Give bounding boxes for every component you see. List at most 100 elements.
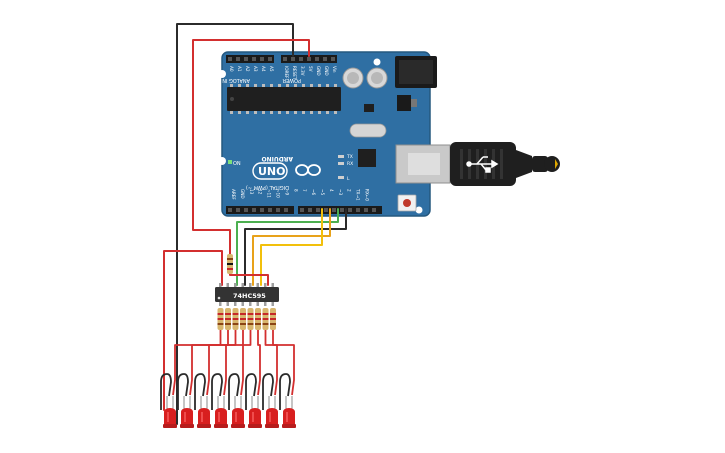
- pin-hole[interactable]: [323, 57, 327, 61]
- pin-hole[interactable]: [308, 208, 312, 212]
- wire-latch-orange[interactable]: [252, 208, 331, 286]
- pin-label: ~6: [311, 189, 316, 196]
- pin-hole[interactable]: [276, 208, 280, 212]
- wire-5v-red[interactable]: [192, 39, 310, 263]
- pin-hole[interactable]: [236, 57, 240, 61]
- red-led[interactable]: [231, 396, 245, 428]
- pin-hole[interactable]: [252, 57, 256, 61]
- led-anode-wire[interactable]: [272, 330, 295, 396]
- led-anode-wire[interactable]: [257, 330, 261, 396]
- pin-hole[interactable]: [324, 208, 328, 212]
- resistor[interactable]: [270, 308, 276, 330]
- red-led[interactable]: [282, 396, 296, 428]
- led-ground-wire[interactable]: [194, 373, 206, 410]
- pin-label: A5: [269, 66, 274, 72]
- wire-vcc-red-2[interactable]: [229, 267, 269, 286]
- resistor[interactable]: [232, 308, 239, 330]
- pin-hole[interactable]: [372, 208, 376, 212]
- pin-label: A1: [237, 66, 242, 72]
- chip-pin: [256, 302, 259, 306]
- pin-hole[interactable]: [356, 208, 360, 212]
- wire-gnd-black-2[interactable]: [244, 208, 347, 286]
- led-ground-wire[interactable]: [160, 373, 172, 410]
- tx-label: TX: [346, 154, 353, 160]
- led-ground-wire[interactable]: [177, 373, 189, 410]
- wire-qh-red[interactable]: [163, 250, 223, 411]
- header-pin-holes: [228, 208, 376, 212]
- pin-hole[interactable]: [228, 208, 232, 212]
- rx-label: RX: [347, 161, 353, 167]
- red-led[interactable]: [180, 396, 194, 428]
- chip-pins: [219, 302, 274, 306]
- pin-hole[interactable]: [236, 208, 240, 212]
- usb-symbol-icon: [466, 156, 499, 173]
- red-led[interactable]: [197, 396, 211, 428]
- resistor[interactable]: [255, 308, 261, 330]
- arduino-infinity-logo: [295, 164, 321, 176]
- pin-hole[interactable]: [315, 57, 319, 61]
- pin-hole[interactable]: [268, 57, 272, 61]
- red-led[interactable]: [265, 396, 279, 428]
- pin-hole[interactable]: [331, 57, 335, 61]
- led-wires: [160, 330, 295, 410]
- resistor[interactable]: [240, 308, 246, 330]
- led-ground-wire[interactable]: [228, 373, 240, 410]
- l-label: L: [347, 176, 350, 182]
- chip-pin: [241, 283, 244, 287]
- pin-label: 4: [329, 189, 334, 192]
- wire-data-green[interactable]: [236, 208, 339, 286]
- pin-label: 12: [258, 189, 263, 195]
- usb-cable[interactable]: [395, 142, 560, 186]
- analog-header[interactable]: [226, 55, 274, 63]
- resistor[interactable]: [227, 254, 233, 274]
- resistor[interactable]: [262, 308, 269, 330]
- pin-hole[interactable]: [268, 208, 272, 212]
- pin-hole[interactable]: [299, 57, 303, 61]
- resistor[interactable]: [247, 308, 254, 330]
- led-ground-wire[interactable]: [245, 373, 257, 410]
- pin-label: GND: [316, 66, 321, 76]
- led-anode-wire[interactable]: [240, 330, 252, 396]
- led-anode-wire[interactable]: [264, 330, 278, 396]
- led-ground-wire[interactable]: [211, 373, 223, 410]
- pin-hole[interactable]: [364, 208, 368, 212]
- led-anode-wire[interactable]: [172, 330, 222, 396]
- pin-hole[interactable]: [260, 57, 264, 61]
- pin-hole[interactable]: [316, 208, 320, 212]
- uno-label: UNO: [258, 165, 286, 178]
- pin-hole[interactable]: [228, 57, 232, 61]
- pin-label: A3: [253, 66, 258, 72]
- led-anode-wire[interactable]: [189, 330, 229, 396]
- reset-button[interactable]: [397, 194, 417, 212]
- pin-hole[interactable]: [340, 208, 344, 212]
- red-led[interactable]: [163, 396, 177, 428]
- pin-hole[interactable]: [300, 208, 304, 212]
- led-anode-wire[interactable]: [223, 330, 244, 396]
- pin-hole[interactable]: [284, 208, 288, 212]
- pin-hole[interactable]: [260, 208, 264, 212]
- led-anode-wire[interactable]: [206, 330, 237, 396]
- red-led[interactable]: [214, 396, 228, 428]
- led-ground-wire[interactable]: [279, 373, 291, 410]
- resistor[interactable]: [225, 308, 231, 330]
- pin-hole[interactable]: [307, 57, 311, 61]
- red-led[interactable]: [248, 396, 262, 428]
- pin-hole[interactable]: [332, 208, 336, 212]
- pin-hole[interactable]: [283, 57, 287, 61]
- resistor[interactable]: [217, 308, 224, 330]
- pin-hole[interactable]: [244, 57, 248, 61]
- shift-register-74hc595[interactable]: 74HC595: [215, 283, 279, 306]
- pin-hole[interactable]: [348, 208, 352, 212]
- chip-pin: [256, 283, 259, 287]
- led-ground-wire[interactable]: [262, 373, 274, 410]
- wire-clock-yellow[interactable]: [260, 208, 323, 286]
- analog-header-label: ANALOG IN: [222, 77, 250, 83]
- pin-hole[interactable]: [244, 208, 248, 212]
- pin-hole[interactable]: [291, 57, 295, 61]
- on-led: [228, 160, 232, 164]
- pin-hole[interactable]: [252, 208, 256, 212]
